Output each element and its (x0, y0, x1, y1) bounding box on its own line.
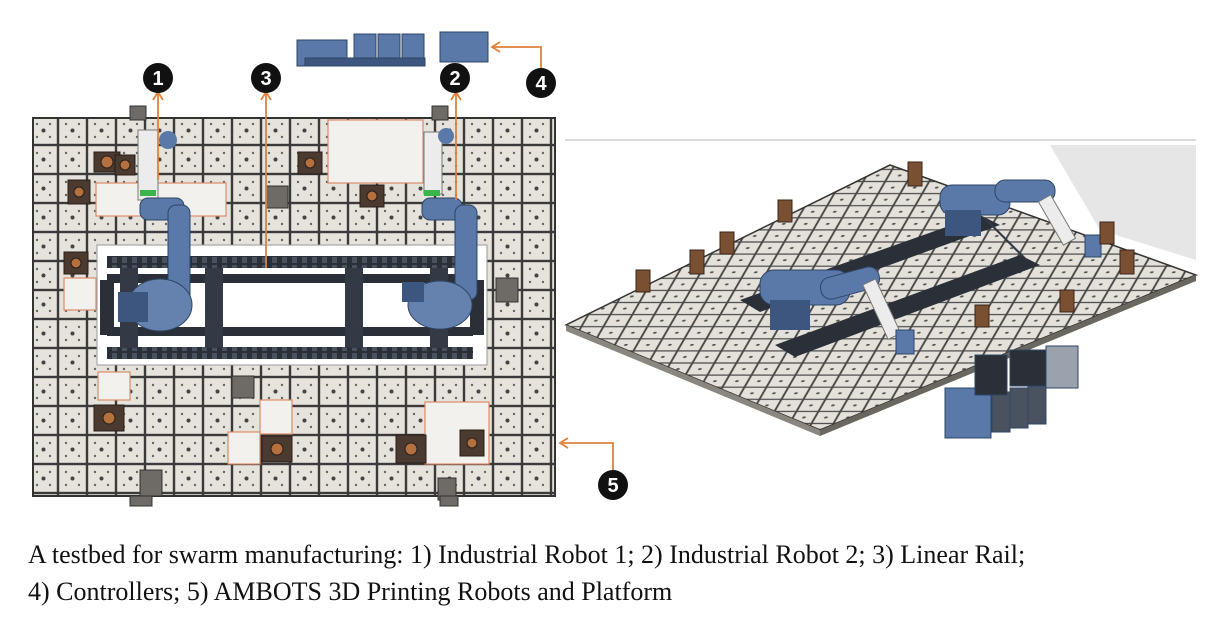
isometric-view (564, 139, 1199, 439)
caption-line-1: A testbed for swarm manufacturing: 1) In… (28, 540, 1026, 569)
marker-4-label: 4 (535, 73, 547, 95)
caption-line-2: 4) Controllers; 5) AMBOTS 3D Printing Ro… (28, 577, 673, 606)
industrial-robot-1-top-view (118, 129, 193, 332)
marker-1: 1 (143, 63, 173, 93)
callout-arrows (152, 41, 614, 475)
marker-3-label: 3 (260, 68, 271, 90)
industrial-robot-2-top-view (402, 128, 478, 330)
marker-5: 5 (598, 470, 628, 500)
marker-2: 2 (440, 63, 470, 93)
testbed-figure: 1 2 3 4 5 (32, 31, 1199, 507)
ambots-printers-top-view (63, 151, 485, 464)
marker-5-label: 5 (607, 475, 618, 497)
marker-1-label: 1 (152, 68, 163, 90)
fixtures-top-view (129, 105, 519, 507)
marker-3: 3 (251, 63, 281, 93)
figure-caption: A testbed for swarm manufacturing: 1) In… (28, 536, 1208, 610)
marker-4: 4 (526, 68, 556, 98)
marker-2-label: 2 (449, 68, 460, 90)
controllers-top-view (296, 31, 489, 67)
